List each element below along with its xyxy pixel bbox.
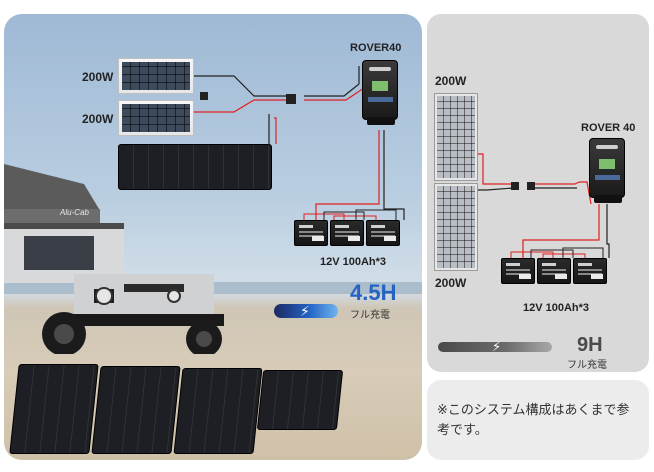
lightning-bolt-icon: ⚡ (492, 339, 502, 354)
solar-panel-200w-bottom (118, 100, 194, 136)
foldable-solar-panel-diagram (118, 144, 272, 190)
battery-3 (366, 220, 400, 246)
charge-time-value: 4.5H (350, 280, 397, 305)
right-battery-3 (573, 258, 607, 284)
right-charge-time-subtitle: フル充電 (567, 360, 607, 371)
left-scenario-panel: Alu-Cab 200W 200W ROVER40 (4, 14, 422, 460)
right-charge-time-value: 9H (577, 334, 603, 356)
right-battery-2 (537, 258, 571, 284)
right-solar-panel-bottom (434, 183, 478, 271)
right-controller-label: ROVER 40 (581, 122, 636, 134)
charge-time-subtitle: フル充電 (350, 310, 390, 321)
battery-caption: 12V 100Ah*3 (320, 256, 387, 268)
controller-label: ROVER40 (350, 42, 402, 54)
right-panel-top-wattage: 200W (435, 74, 467, 88)
right-battery-1 (501, 258, 535, 284)
panel-top-wattage: 200W (82, 70, 114, 84)
right-charge-controller (589, 138, 625, 203)
vehicle-logo: Alu-Cab (60, 208, 89, 217)
lightning-bolt-icon: ⚡ (300, 303, 310, 319)
right-wiring-diagram (477, 153, 610, 258)
solar-panel-200w-top (118, 58, 194, 94)
disclaimer-text: ※このシステム構成はあくまで参考です。 (437, 402, 630, 437)
charge-controller (362, 60, 398, 125)
right-scenario-panel: 200W 200W ROVER 40 12V 100Ah*3 9H フル充電 (427, 14, 649, 372)
battery-1 (294, 220, 328, 246)
right-charge-indicator-bar: ⚡ (438, 339, 552, 354)
right-panel-bottom-wattage: 200W (435, 276, 467, 290)
battery-2 (330, 220, 364, 246)
left-wiring-diagram (193, 66, 405, 220)
charge-indicator-bar: ⚡ (274, 303, 338, 319)
disclaimer-note-box: ※このシステム構成はあくまで参考です。 (427, 380, 649, 460)
right-battery-caption: 12V 100Ah*3 (523, 302, 590, 314)
vehicle-illustration (4, 164, 224, 354)
panel-bottom-wattage: 200W (82, 112, 114, 126)
right-solar-panel-top (434, 93, 478, 181)
